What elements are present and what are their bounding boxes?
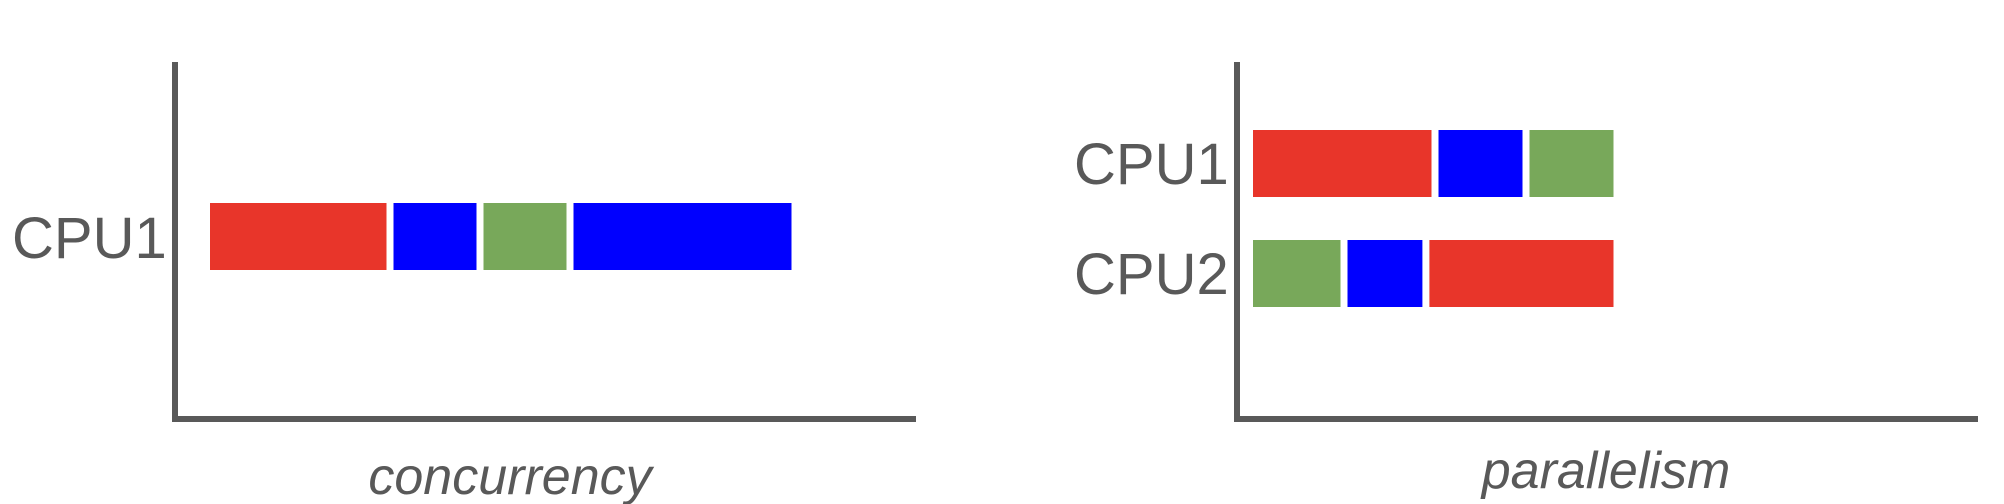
parallelism-panel: CPU1 CPU2 parallelism [1074,62,1978,500]
concurrency-caption: concurrency [368,448,654,504]
task-bar-cpu1-blue-4 [573,203,792,270]
parallelism-task-bars [1253,130,1614,307]
task-bar-cpu1-red-1 [210,203,387,270]
parallelism-row-label-cpu2: CPU2 [1074,242,1229,307]
task-bar-cpu1-blue-2 [393,203,477,270]
task-bar-cpu1-blue-2 [1438,130,1523,197]
task-bar-cpu1-green-3 [1529,130,1614,197]
task-bar-cpu2-red-3 [1429,240,1614,307]
task-bar-cpu1-green-3 [483,203,567,270]
task-bar-cpu1-red-1 [1253,130,1432,197]
parallelism-row-label-cpu1: CPU1 [1074,132,1229,197]
task-bar-cpu2-blue-2 [1347,240,1423,307]
concurrency-panel: CPU1 concurrency [12,62,916,504]
concurrency-row-label-cpu1: CPU1 [12,206,167,271]
concurrency-task-bars [210,203,792,270]
task-bar-cpu2-green-1 [1253,240,1341,307]
parallelism-caption: parallelism [1480,442,1731,500]
